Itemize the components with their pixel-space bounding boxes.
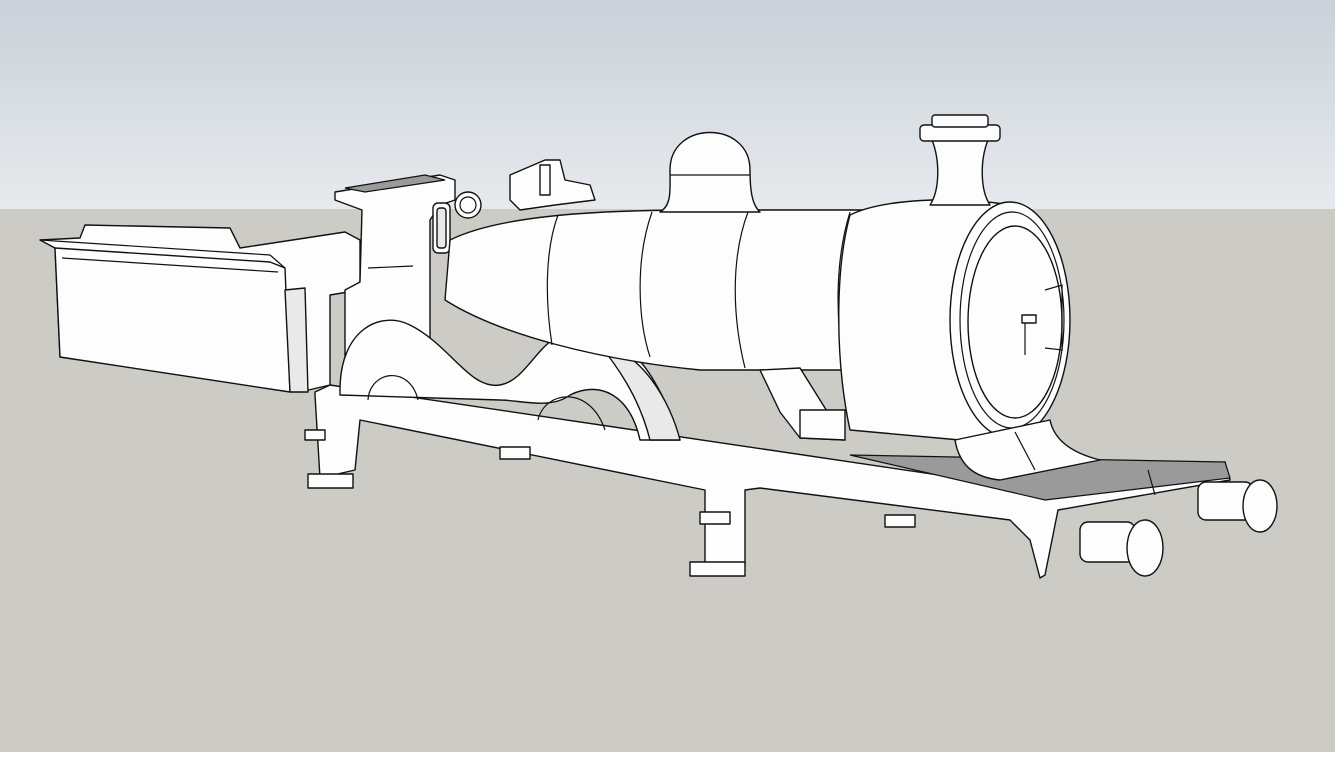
chimney[interactable]: [919, 114, 1001, 206]
safety-valve[interactable]: [509, 159, 596, 211]
buffers[interactable]: [1079, 479, 1278, 577]
buffer-right[interactable]: [1197, 479, 1278, 533]
smokebox[interactable]: [838, 199, 1071, 441]
frame[interactable]: [304, 384, 1231, 579]
sky: [0, 0, 1335, 209]
dome[interactable]: [659, 131, 761, 213]
boiler[interactable]: [444, 209, 961, 441]
front-running-plate[interactable]: [954, 419, 1101, 481]
buffer-left[interactable]: [1079, 519, 1164, 577]
